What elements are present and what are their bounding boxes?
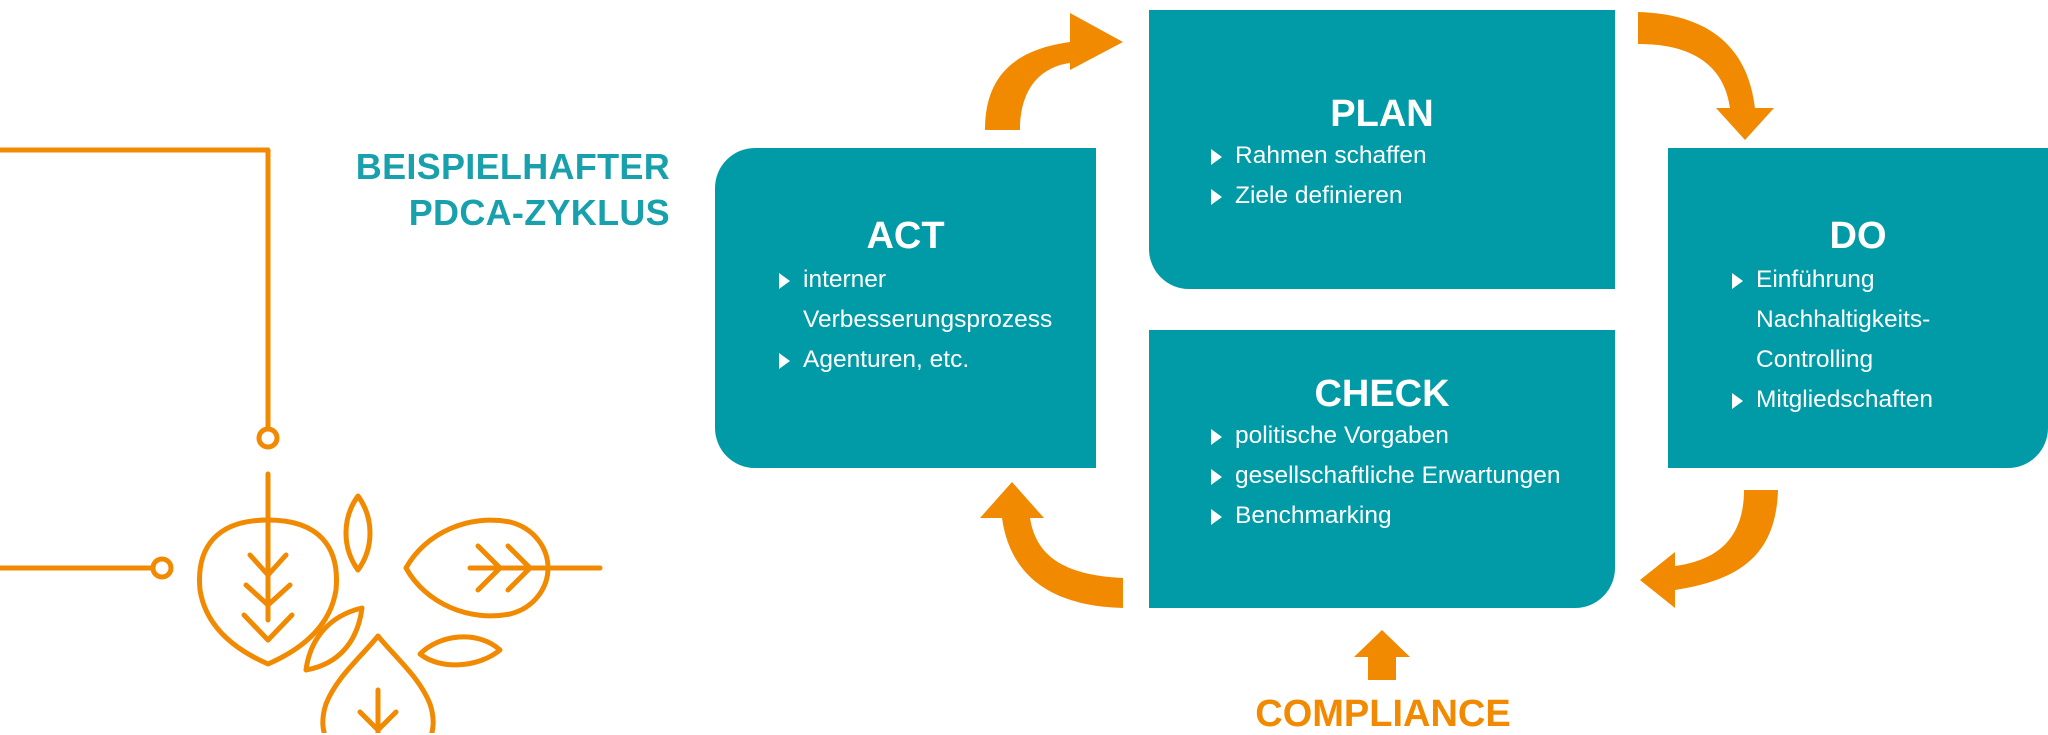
diagram-heading: BEISPIELHAFTER PDCA-ZYKLUS xyxy=(260,144,670,236)
list-item: Agenturen, etc. xyxy=(777,340,1096,380)
check-title: CHECK xyxy=(1314,373,1450,415)
check-list: politische Vorgaben gesellschaftliche Er… xyxy=(1209,416,1615,536)
bullet-triangle-icon xyxy=(1732,393,1743,409)
cycle-arrow-icon xyxy=(1638,12,1774,140)
bullet-triangle-icon xyxy=(1211,509,1222,525)
heading-line-2: PDCA-ZYKLUS xyxy=(408,192,670,233)
act-title: ACT xyxy=(866,215,945,257)
bullet-triangle-icon xyxy=(1211,149,1222,165)
bullet-triangle-icon xyxy=(779,273,790,289)
list-item: Benchmarking xyxy=(1209,496,1615,536)
heading-line-1: BEISPIELHAFTER xyxy=(355,146,670,187)
plan-title: PLAN xyxy=(1330,93,1434,135)
bullet-triangle-icon xyxy=(1732,273,1743,289)
bullet-triangle-icon xyxy=(1211,469,1222,485)
bullet-triangle-icon xyxy=(1211,189,1222,205)
list-item: Mitgliedschaften xyxy=(1730,380,2048,420)
cycle-arrow-icon xyxy=(985,13,1123,130)
cycle-arrow-icon xyxy=(1640,490,1778,608)
bullet-triangle-icon xyxy=(1211,429,1222,445)
list-item: gesellschaftliche Erwartungen xyxy=(1209,456,1615,496)
bullet-triangle-icon xyxy=(779,353,790,369)
compliance-label: COMPLIANCE xyxy=(1255,693,1511,735)
cycle-arrow-icon xyxy=(980,482,1123,608)
list-item: politische Vorgaben xyxy=(1209,416,1615,456)
list-item: Rahmen schaffen xyxy=(1209,136,1615,176)
plan-box: PLAN Rahmen schaffen Ziele definieren xyxy=(1149,10,1615,289)
do-title: DO xyxy=(1829,215,1887,257)
plan-list: Rahmen schaffen Ziele definieren xyxy=(1209,136,1615,216)
list-item: Ziele definieren xyxy=(1209,176,1615,216)
check-box: CHECK politische Vorgaben gesellschaftli… xyxy=(1149,330,1615,608)
up-arrow-icon xyxy=(1354,630,1410,680)
